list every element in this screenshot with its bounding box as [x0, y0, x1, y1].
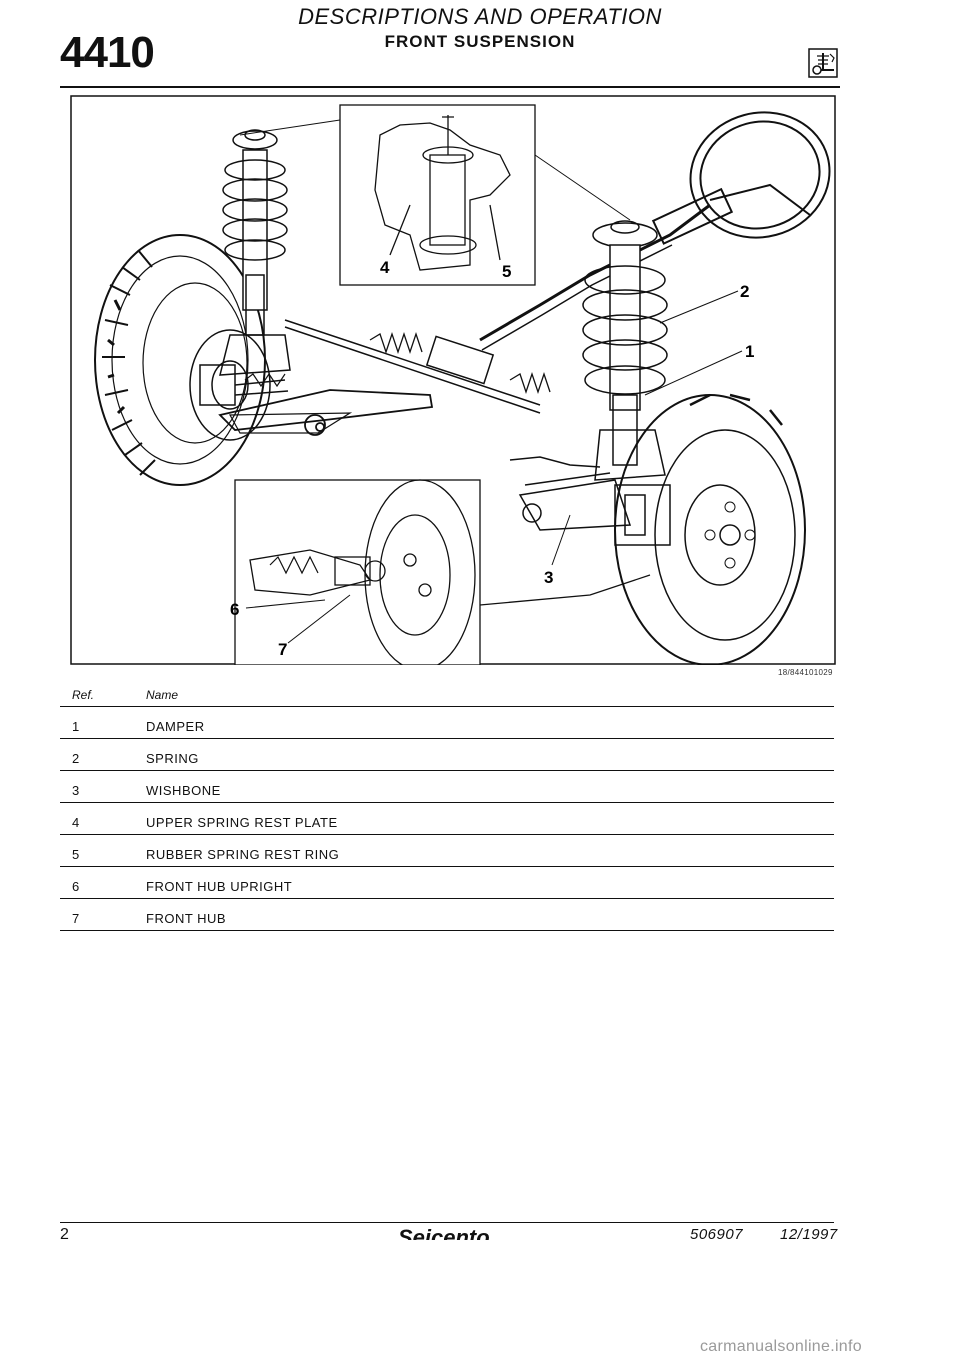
left-hub — [189, 329, 289, 441]
row-ref: 3 — [72, 783, 80, 798]
column-ref: Ref. — [72, 688, 95, 702]
header-divider — [60, 86, 840, 88]
row-name: SPRING — [146, 751, 199, 766]
publication-date: 12/1997 — [780, 1226, 838, 1243]
section-code: 4410 — [60, 28, 155, 77]
table-row: 7 FRONT HUB — [60, 899, 834, 931]
left-strut — [219, 129, 291, 376]
row-ref: 5 — [72, 847, 80, 862]
callout-1: 1 — [745, 342, 754, 361]
section-title: DESCRIPTIONS AND OPERATION — [298, 4, 662, 29]
suspension-icon — [808, 48, 838, 78]
right-strut — [582, 220, 668, 481]
row-name: DAMPER — [146, 719, 205, 734]
row-ref: 2 — [72, 751, 80, 766]
row-name: RUBBER SPRING REST RING — [146, 847, 340, 862]
left-wishbone — [218, 389, 434, 436]
row-ref: 6 — [72, 879, 80, 894]
steering-wheel — [651, 111, 831, 245]
table-row: 3 WISHBONE — [60, 771, 834, 803]
callout-7: 7 — [278, 640, 287, 659]
callout-4: 4 — [380, 258, 390, 277]
front-suspension-illustration: 4 5 6 7 2 1 3 — [70, 95, 836, 665]
row-name: FRONT HUB UPRIGHT — [146, 879, 293, 894]
figure-reference: 18/844101029 — [778, 668, 833, 677]
document-number: 506907 — [690, 1226, 744, 1243]
row-name: FRONT HUB — [146, 911, 227, 926]
table-row: 4 UPPER SPRING REST PLATE — [60, 803, 834, 835]
callout-2: 2 — [740, 282, 749, 301]
row-ref: 1 — [72, 719, 80, 734]
table-row: 5 RUBBER SPRING REST RING — [60, 835, 834, 867]
table-row: 6 FRONT HUB UPRIGHT — [60, 867, 834, 899]
section-subtitle: FRONT SUSPENSION — [384, 32, 576, 51]
table-row: 1 DAMPER — [60, 707, 834, 739]
footer-divider — [60, 1222, 834, 1223]
table-row: 2 SPRING — [60, 739, 834, 771]
detail-inset-top — [339, 104, 536, 286]
row-ref: 4 — [72, 815, 80, 830]
column-name: Name — [146, 688, 179, 702]
watermark: carmanualsonline.info — [700, 1338, 862, 1355]
table-header: Ref. Name — [60, 676, 834, 707]
detail-inset-bottom — [234, 479, 651, 665]
right-hub — [509, 456, 671, 546]
row-name: WISHBONE — [146, 783, 221, 798]
parts-table: Ref. Name 1 DAMPER 2 SPRING 3 WISHBONE 4… — [60, 676, 834, 931]
row-name: UPPER SPRING REST PLATE — [146, 815, 338, 830]
brand-logo: Seicento — [398, 1225, 490, 1240]
row-ref: 7 — [72, 911, 80, 926]
page-number: 2 — [60, 1226, 69, 1243]
callout-3: 3 — [544, 568, 553, 587]
callout-5: 5 — [502, 262, 511, 281]
callout-6: 6 — [230, 600, 239, 619]
